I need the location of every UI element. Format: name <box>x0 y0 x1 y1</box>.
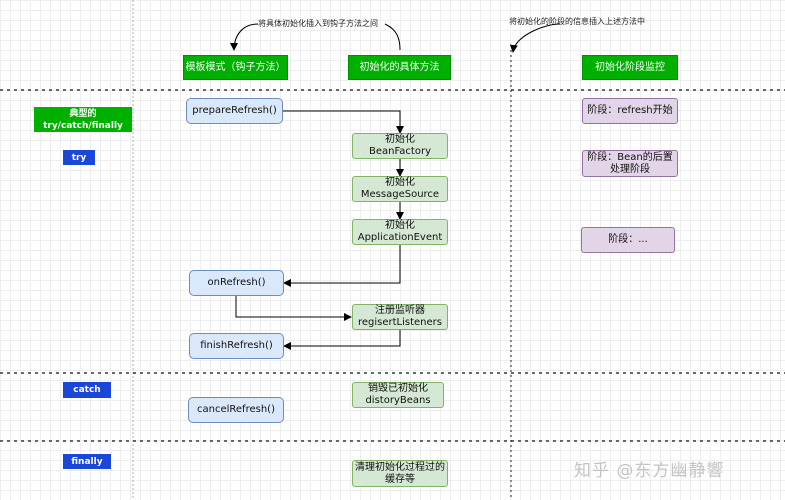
monitor-bean-post-node[interactable]: 阶段：Bean的后置 处理阶段 <box>582 150 678 177</box>
step-beanfactory-line1: 初始化 <box>385 134 415 146</box>
arrow-listeners-to-finish <box>284 330 400 346</box>
monitor-note-arrow <box>513 24 560 52</box>
monitor-refresh-start-node[interactable]: 阶段：refresh开始 <box>582 98 678 124</box>
finish-refresh-node[interactable]: finishRefresh() <box>189 333 284 359</box>
step-messagesource-line2: MessageSource <box>361 189 439 201</box>
try-tag: try <box>63 150 95 165</box>
step-destroy-beans-line1: 销毁已初始化 <box>368 383 428 395</box>
step-applicationevent-line2: ApplicationEvent <box>358 232 443 244</box>
step-clear-cache-line2: 缓存等 <box>385 474 415 486</box>
step-clear-cache-node[interactable]: 清理初始化过程过的 缓存等 <box>352 460 448 487</box>
hook-insert-note: 将具体初始化插入到钩子方法之间 <box>258 18 378 29</box>
concrete-method-header-label: 初始化的具体方法 <box>360 62 440 74</box>
prepare-refresh-label: prepareRefresh() <box>192 105 276 117</box>
step-register-listeners-node[interactable]: 注册监听器 regisertListeners <box>352 304 448 330</box>
catch-tag-text: catch <box>73 384 100 396</box>
cancel-refresh-node[interactable]: cancelRefresh() <box>188 397 284 423</box>
monitor-etc-node[interactable]: 阶段：... <box>581 227 675 253</box>
finish-refresh-label: finishRefresh() <box>200 340 273 352</box>
step-destroy-beans-node[interactable]: 销毁已初始化 distoryBeans <box>352 382 444 408</box>
monitor-etc-label: 阶段：... <box>608 234 648 246</box>
template-pattern-header-label: 模板模式（钩子方法） <box>186 62 286 74</box>
step-register-listeners-line1: 注册监听器 <box>375 305 425 317</box>
step-beanfactory-node[interactable]: 初始化 BeanFactory <box>352 133 448 159</box>
typical-try-catch-finally-label: 典型的try/catch/finally <box>34 107 132 132</box>
arrow-onrefresh-to-listeners <box>236 296 351 317</box>
cancel-refresh-label: cancelRefresh() <box>197 404 275 416</box>
finally-tag-text: finally <box>71 456 102 468</box>
try-tag-text: try <box>72 152 87 164</box>
typical-label-text: 典型的try/catch/finally <box>34 108 132 132</box>
template-pattern-header: 模板模式（钩子方法） <box>183 55 288 80</box>
watermark: 知乎 @东方幽静響 <box>574 456 724 481</box>
note-arrow-left <box>234 24 258 50</box>
step-messagesource-line1: 初始化 <box>385 177 415 189</box>
step-register-listeners-line2: regisertListeners <box>358 317 442 329</box>
on-refresh-label: onRefresh() <box>207 277 265 289</box>
on-refresh-node[interactable]: onRefresh() <box>189 270 284 296</box>
monitor-header: 初始化阶段监控 <box>582 55 678 80</box>
monitor-bean-post-line2: 处理阶段 <box>610 164 650 176</box>
concrete-method-header: 初始化的具体方法 <box>348 55 451 80</box>
monitor-insert-note: 将初始化的阶段的信息插入上述方法中 <box>509 16 645 27</box>
finally-tag: finally <box>63 454 111 469</box>
step-clear-cache-line1: 清理初始化过程过的 <box>355 462 445 474</box>
prepare-refresh-node[interactable]: prepareRefresh() <box>186 98 283 124</box>
step-beanfactory-line2: BeanFactory <box>369 146 431 158</box>
monitor-refresh-start-label: 阶段：refresh开始 <box>587 105 672 117</box>
note-arrow-right <box>385 24 400 50</box>
monitor-header-label: 初始化阶段监控 <box>595 62 665 74</box>
step-applicationevent-line1: 初始化 <box>385 220 415 232</box>
step-applicationevent-node[interactable]: 初始化 ApplicationEvent <box>352 219 448 245</box>
step-destroy-beans-line2: distoryBeans <box>365 395 430 407</box>
arrow-applicationevent-to-onrefresh <box>284 245 400 283</box>
step-messagesource-node[interactable]: 初始化 MessageSource <box>352 176 448 202</box>
monitor-bean-post-line1: 阶段：Bean的后置 <box>587 152 672 164</box>
arrow-prepare-to-beanfactory <box>283 111 400 133</box>
catch-tag: catch <box>63 382 111 398</box>
